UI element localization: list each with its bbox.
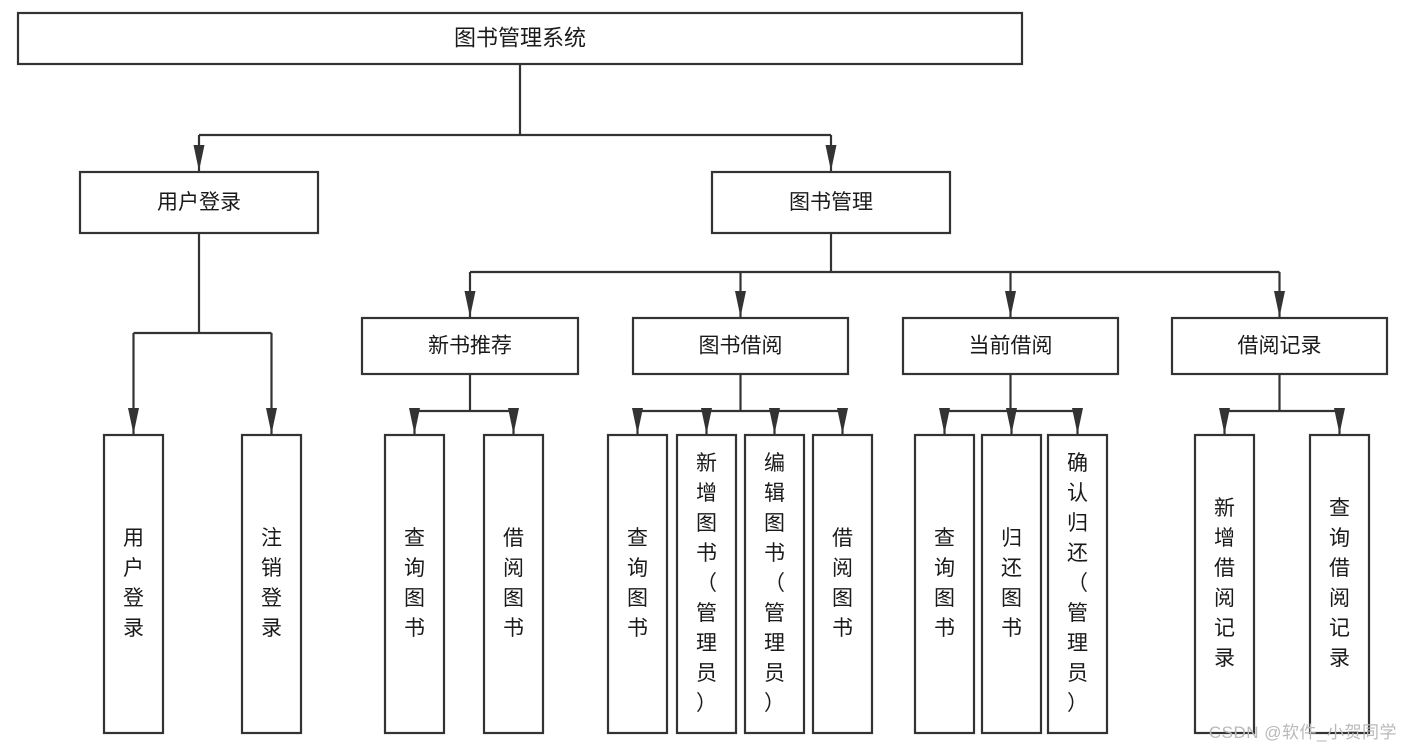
level3-node-当前借阅-label: 当前借阅 (969, 335, 1053, 358)
arrow-head-icon (193, 145, 205, 171)
level2-node-图书管理-label: 图书管理 (789, 191, 873, 214)
leaf-node-注销登录-1-label: 注销登录 (261, 527, 282, 640)
level3-node-新书推荐-box[interactable] (360, 316, 580, 376)
leaf-node-新增图书管理员-5-label: 新增图书（管理员） (696, 452, 717, 715)
arrow-head-icon (837, 408, 848, 434)
level3-node-图书借阅-box[interactable] (631, 316, 850, 376)
level3-node-当前借阅-box[interactable] (901, 316, 1120, 376)
arrow-head-icon (508, 408, 519, 434)
level3-node-图书借阅[interactable]: 图书借阅 (631, 316, 850, 376)
leaf-node-确认归还管理员-10-label: 确认归还（管理员） (1067, 452, 1088, 715)
level3-node-借阅记录[interactable]: 借阅记录 (1170, 316, 1389, 376)
leaf-node-查询图书-4-box[interactable] (606, 433, 669, 735)
leaf-node-查询图书-4[interactable]: 查询图书 (606, 433, 669, 735)
level2-node-用户登录-box[interactable] (78, 170, 320, 235)
level2-node-图书管理[interactable]: 图书管理 (710, 170, 952, 235)
node-layer: 图书管理系统用户登录图书管理新书推荐图书借阅当前借阅借阅记录用户登录注销登录查询… (16, 11, 1389, 735)
arrow-head-icon (1006, 408, 1017, 434)
root-node-图书管理系统-box[interactable] (16, 11, 1024, 66)
leaf-node-查询图书-8-box[interactable] (913, 433, 976, 735)
leaf-node-新增借阅记录-11-box[interactable] (1193, 433, 1256, 735)
leaf-node-借阅图书-3-box[interactable] (482, 433, 545, 735)
leaf-node-新增图书管理员-5[interactable]: 新增图书（管理员） (675, 433, 738, 735)
leaf-node-借阅图书-7-box[interactable] (811, 433, 874, 735)
arrow-head-icon (1334, 408, 1345, 434)
leaf-node-查询图书-2-box[interactable] (383, 433, 446, 735)
level3-node-新书推荐[interactable]: 新书推荐 (360, 316, 580, 376)
leaf-node-用户登录-0[interactable]: 用户登录 (102, 433, 165, 735)
leaf-node-查询图书-8-label: 查询图书 (934, 527, 955, 640)
leaf-node-注销登录-1-box[interactable] (240, 433, 303, 735)
level2-node-用户登录-label: 用户登录 (157, 191, 241, 214)
root-node-图书管理系统[interactable]: 图书管理系统 (16, 11, 1024, 66)
leaf-node-查询图书-4-label: 查询图书 (627, 527, 648, 640)
root-node-图书管理系统-label: 图书管理系统 (454, 25, 586, 50)
leaf-node-编辑图书管理员-6-box[interactable] (743, 433, 806, 735)
arrow-head-icon (825, 145, 837, 171)
leaf-node-借阅图书-7[interactable]: 借阅图书 (811, 433, 874, 735)
level3-node-借阅记录-box[interactable] (1170, 316, 1389, 376)
leaf-node-借阅图书-7-label: 借阅图书 (832, 527, 853, 640)
leaf-node-归还图书-9-label: 归还图书 (1001, 527, 1022, 640)
arrow-head-icon (1274, 291, 1285, 317)
leaf-node-查询借阅记录-12-label: 查询借阅记录 (1329, 497, 1350, 670)
leaf-node-注销登录-1[interactable]: 注销登录 (240, 433, 303, 735)
leaf-node-用户登录-0-label: 用户登录 (123, 527, 144, 640)
leaf-node-借阅图书-3[interactable]: 借阅图书 (482, 433, 545, 735)
arrow-head-icon (1072, 408, 1083, 434)
leaf-node-查询借阅记录-12[interactable]: 查询借阅记录 (1308, 433, 1371, 735)
leaf-node-查询图书-2-label: 查询图书 (404, 527, 425, 640)
level3-node-新书推荐-label: 新书推荐 (428, 335, 512, 358)
csdn-watermark: CSDN @软件_小贺同学 (1208, 723, 1397, 742)
arrow-head-icon (464, 291, 476, 317)
level3-node-图书借阅-label: 图书借阅 (699, 335, 783, 358)
leaf-node-确认归还管理员-10[interactable]: 确认归还（管理员） (1046, 433, 1109, 735)
leaf-node-新增图书管理员-5-box[interactable] (675, 433, 738, 735)
leaf-node-确认归还管理员-10-box[interactable] (1046, 433, 1109, 735)
leaf-node-归还图书-9[interactable]: 归还图书 (980, 433, 1043, 735)
leaf-node-用户登录-0-box[interactable] (102, 433, 165, 735)
leaf-node-新增借阅记录-11[interactable]: 新增借阅记录 (1193, 433, 1256, 735)
arrow-head-icon (632, 408, 643, 434)
leaf-node-查询图书-2[interactable]: 查询图书 (383, 433, 446, 735)
arrow-head-icon (128, 408, 139, 434)
leaf-node-编辑图书管理员-6[interactable]: 编辑图书（管理员） (743, 433, 806, 735)
arrow-head-icon (769, 408, 780, 434)
arrow-head-icon (701, 408, 712, 434)
level2-node-图书管理-box[interactable] (710, 170, 952, 235)
leaf-node-借阅图书-3-label: 借阅图书 (503, 527, 524, 640)
arrow-head-icon (409, 408, 420, 434)
leaf-node-查询图书-8[interactable]: 查询图书 (913, 433, 976, 735)
arrow-head-icon (1219, 408, 1230, 434)
level3-node-当前借阅[interactable]: 当前借阅 (901, 316, 1120, 376)
level2-node-用户登录[interactable]: 用户登录 (78, 170, 320, 235)
arrow-head-icon (939, 408, 950, 434)
leaf-node-查询借阅记录-12-box[interactable] (1308, 433, 1371, 735)
connector-layer (128, 64, 1345, 434)
level3-node-借阅记录-label: 借阅记录 (1238, 335, 1322, 358)
arrow-head-icon (1005, 291, 1016, 317)
arrow-head-icon (735, 291, 746, 317)
leaf-node-归还图书-9-box[interactable] (980, 433, 1043, 735)
leaf-node-新增借阅记录-11-label: 新增借阅记录 (1214, 497, 1235, 670)
leaf-node-编辑图书管理员-6-label: 编辑图书（管理员） (764, 452, 785, 715)
arrow-head-icon (266, 408, 277, 434)
